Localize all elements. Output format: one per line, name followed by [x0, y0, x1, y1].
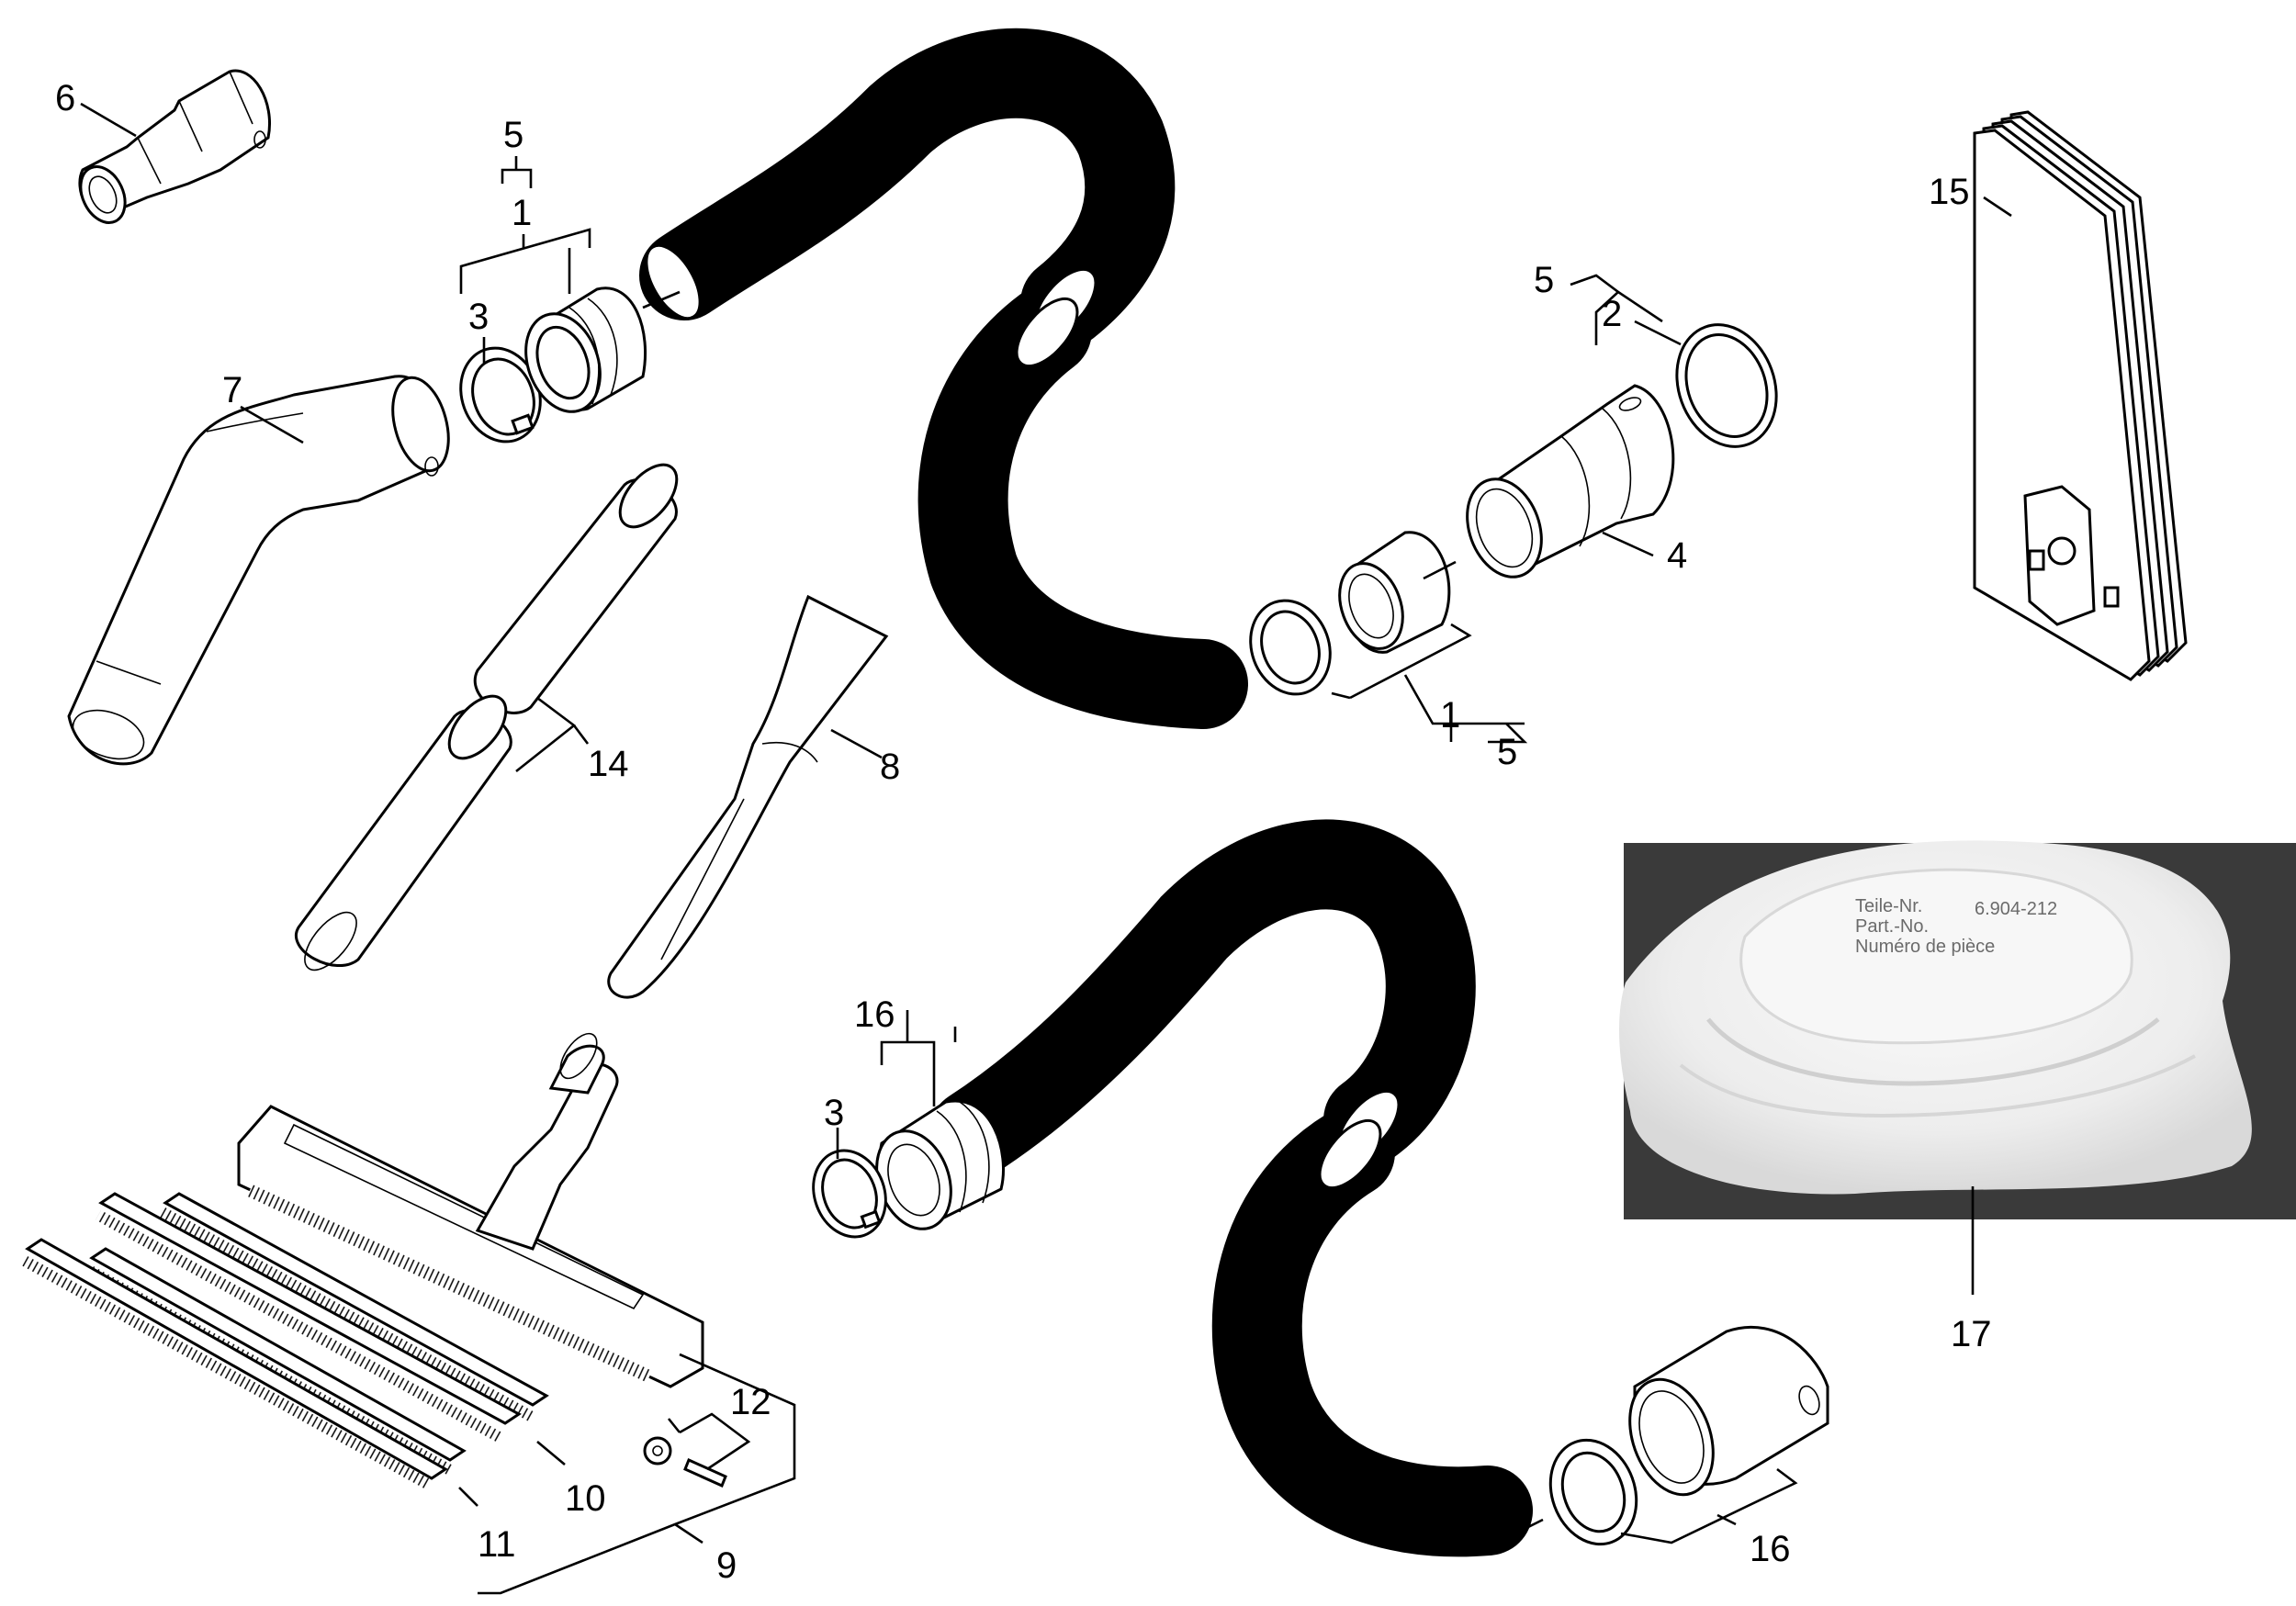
leader-hose-top — [642, 290, 681, 309]
bracket-9 — [478, 1353, 796, 1595]
label-6: 6 — [55, 78, 75, 118]
part-1-hose-coupling-top — [524, 286, 647, 413]
photo-label-teile-nr: Teile-Nr. — [1855, 896, 1922, 916]
part-16-coupling-left — [875, 1099, 1005, 1230]
part-4-adapter-sleeve — [1466, 384, 1675, 578]
part-10-strips — [96, 1192, 566, 1466]
hose-top — [639, 28, 1248, 729]
photo-label-numero: Numéro de pièce — [1855, 937, 1995, 957]
leader-7 — [240, 405, 304, 444]
label-15: 15 — [1929, 172, 1970, 212]
photo-label-part-no: Part.-No. — [1855, 916, 1929, 937]
label-11: 11 — [478, 1524, 516, 1565]
label-14: 14 — [588, 744, 629, 784]
bracket-16-right — [1620, 1467, 1798, 1544]
leader-11 — [458, 1487, 478, 1507]
label-2: 2 — [1602, 294, 1622, 334]
leader-6 — [80, 102, 137, 138]
part-2-seal-ring — [1634, 320, 1778, 448]
part-6-reducer-adapter — [78, 69, 271, 224]
label-3-bottom: 3 — [824, 1093, 844, 1133]
part-8-crevice-nozzle — [607, 594, 889, 999]
label-4: 4 — [1667, 535, 1687, 576]
label-5-top: 5 — [503, 115, 523, 155]
part-7-bent-handle — [67, 375, 450, 766]
label-1-right: 1 — [1440, 695, 1460, 736]
label-17: 17 — [1951, 1314, 1992, 1354]
label-1-top: 1 — [512, 193, 532, 233]
label-12: 12 — [730, 1382, 771, 1422]
label-5-right: 5 — [1534, 260, 1554, 300]
part-14-extension-tubes — [295, 463, 679, 971]
part-16-coupling-right — [1628, 1325, 1829, 1497]
photo-label-number: 6.904-212 — [1975, 899, 2057, 919]
part-1-coupling-right — [1338, 531, 1457, 654]
label-8: 8 — [880, 747, 900, 787]
part-17-filter-photo: Teile-Nr. 6.904-212 Part.-No. Numéro de … — [1619, 840, 2296, 1295]
leader-2 — [1634, 320, 1682, 346]
label-16-left: 16 — [854, 994, 895, 1035]
hose-bottom — [929, 819, 1533, 1557]
leader-10 — [536, 1441, 566, 1466]
part-3-clip-bottom — [812, 1128, 887, 1239]
label-9: 9 — [716, 1545, 737, 1586]
leader-3-right — [1204, 676, 1241, 695]
part-3-clip-right — [1204, 599, 1332, 696]
leader-4 — [1602, 531, 1654, 557]
leader-8 — [830, 728, 883, 759]
label-16-right: 16 — [1750, 1529, 1791, 1569]
leader-ring-right — [1514, 1518, 1544, 1535]
label-5-right-bottom: 5 — [1497, 732, 1517, 772]
part-15-filter-bags — [1973, 110, 2188, 681]
leader-1-right — [1423, 560, 1457, 580]
bracket-5-2-right — [1570, 274, 1663, 345]
leader-15 — [1983, 196, 2012, 218]
part-9-floor-nozzle — [237, 1032, 796, 1595]
bracket-16-left — [880, 1010, 957, 1106]
bracket-1-5-right — [1331, 623, 1528, 744]
label-10: 10 — [565, 1478, 606, 1519]
label-7: 7 — [222, 370, 242, 410]
part-11-strips — [22, 1238, 478, 1507]
part-16-coupling-ring-right — [1514, 1438, 1638, 1546]
label-3-top: 3 — [468, 297, 489, 337]
bracket-14 — [515, 696, 590, 773]
bracket-5-top — [501, 156, 533, 188]
bracket-12 — [667, 1412, 751, 1471]
part-12-pin-roller — [643, 1412, 751, 1488]
part-3-clip-ring-top — [459, 337, 542, 444]
bracket-1-top — [459, 228, 591, 294]
